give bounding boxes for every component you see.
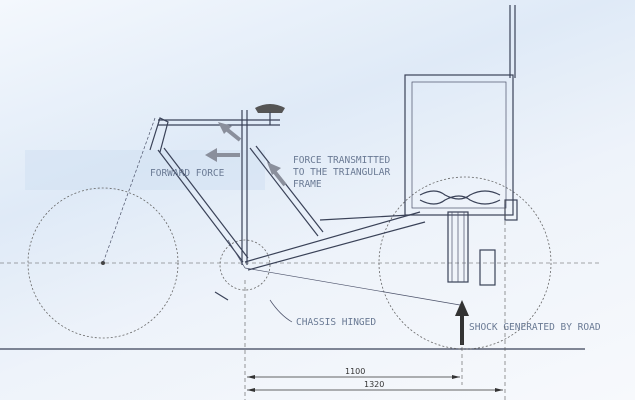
seat-force-arrow [218,122,242,142]
bicycle-frame [102,104,461,306]
dimension-1100-label: 1100 [345,367,365,376]
forward-force-arrow [205,148,240,162]
forward-force-label: FORWARD FORCE [150,168,225,179]
chassis-hinged-leader [269,299,293,323]
shock-label: SHOCK GENERATED BY ROAD [469,322,601,333]
rear-wheel [378,176,552,350]
front-hub [101,261,105,265]
dimension-1100: 1100 [247,367,460,379]
force-transmitted-label-1: FORCE TRANSMITTED [293,155,391,166]
rear-suspension [447,211,496,286]
crank-circle [219,239,271,291]
force-transmitted-label-2: TO THE TRIANGULAR [293,167,391,178]
dimension-1320-label: 1320 [364,380,384,389]
dimension-1320: 1320 [247,380,503,392]
bicycle-seat [255,104,285,113]
shock-arrow [455,300,469,345]
front-wheel [27,187,179,339]
chassis-hinged-label: CHASSIS HINGED [296,317,376,328]
rear-seat-frame [404,5,518,221]
force-transmitted-label-3: FRAME [293,179,322,190]
force-transmitted-arrow [267,162,287,187]
